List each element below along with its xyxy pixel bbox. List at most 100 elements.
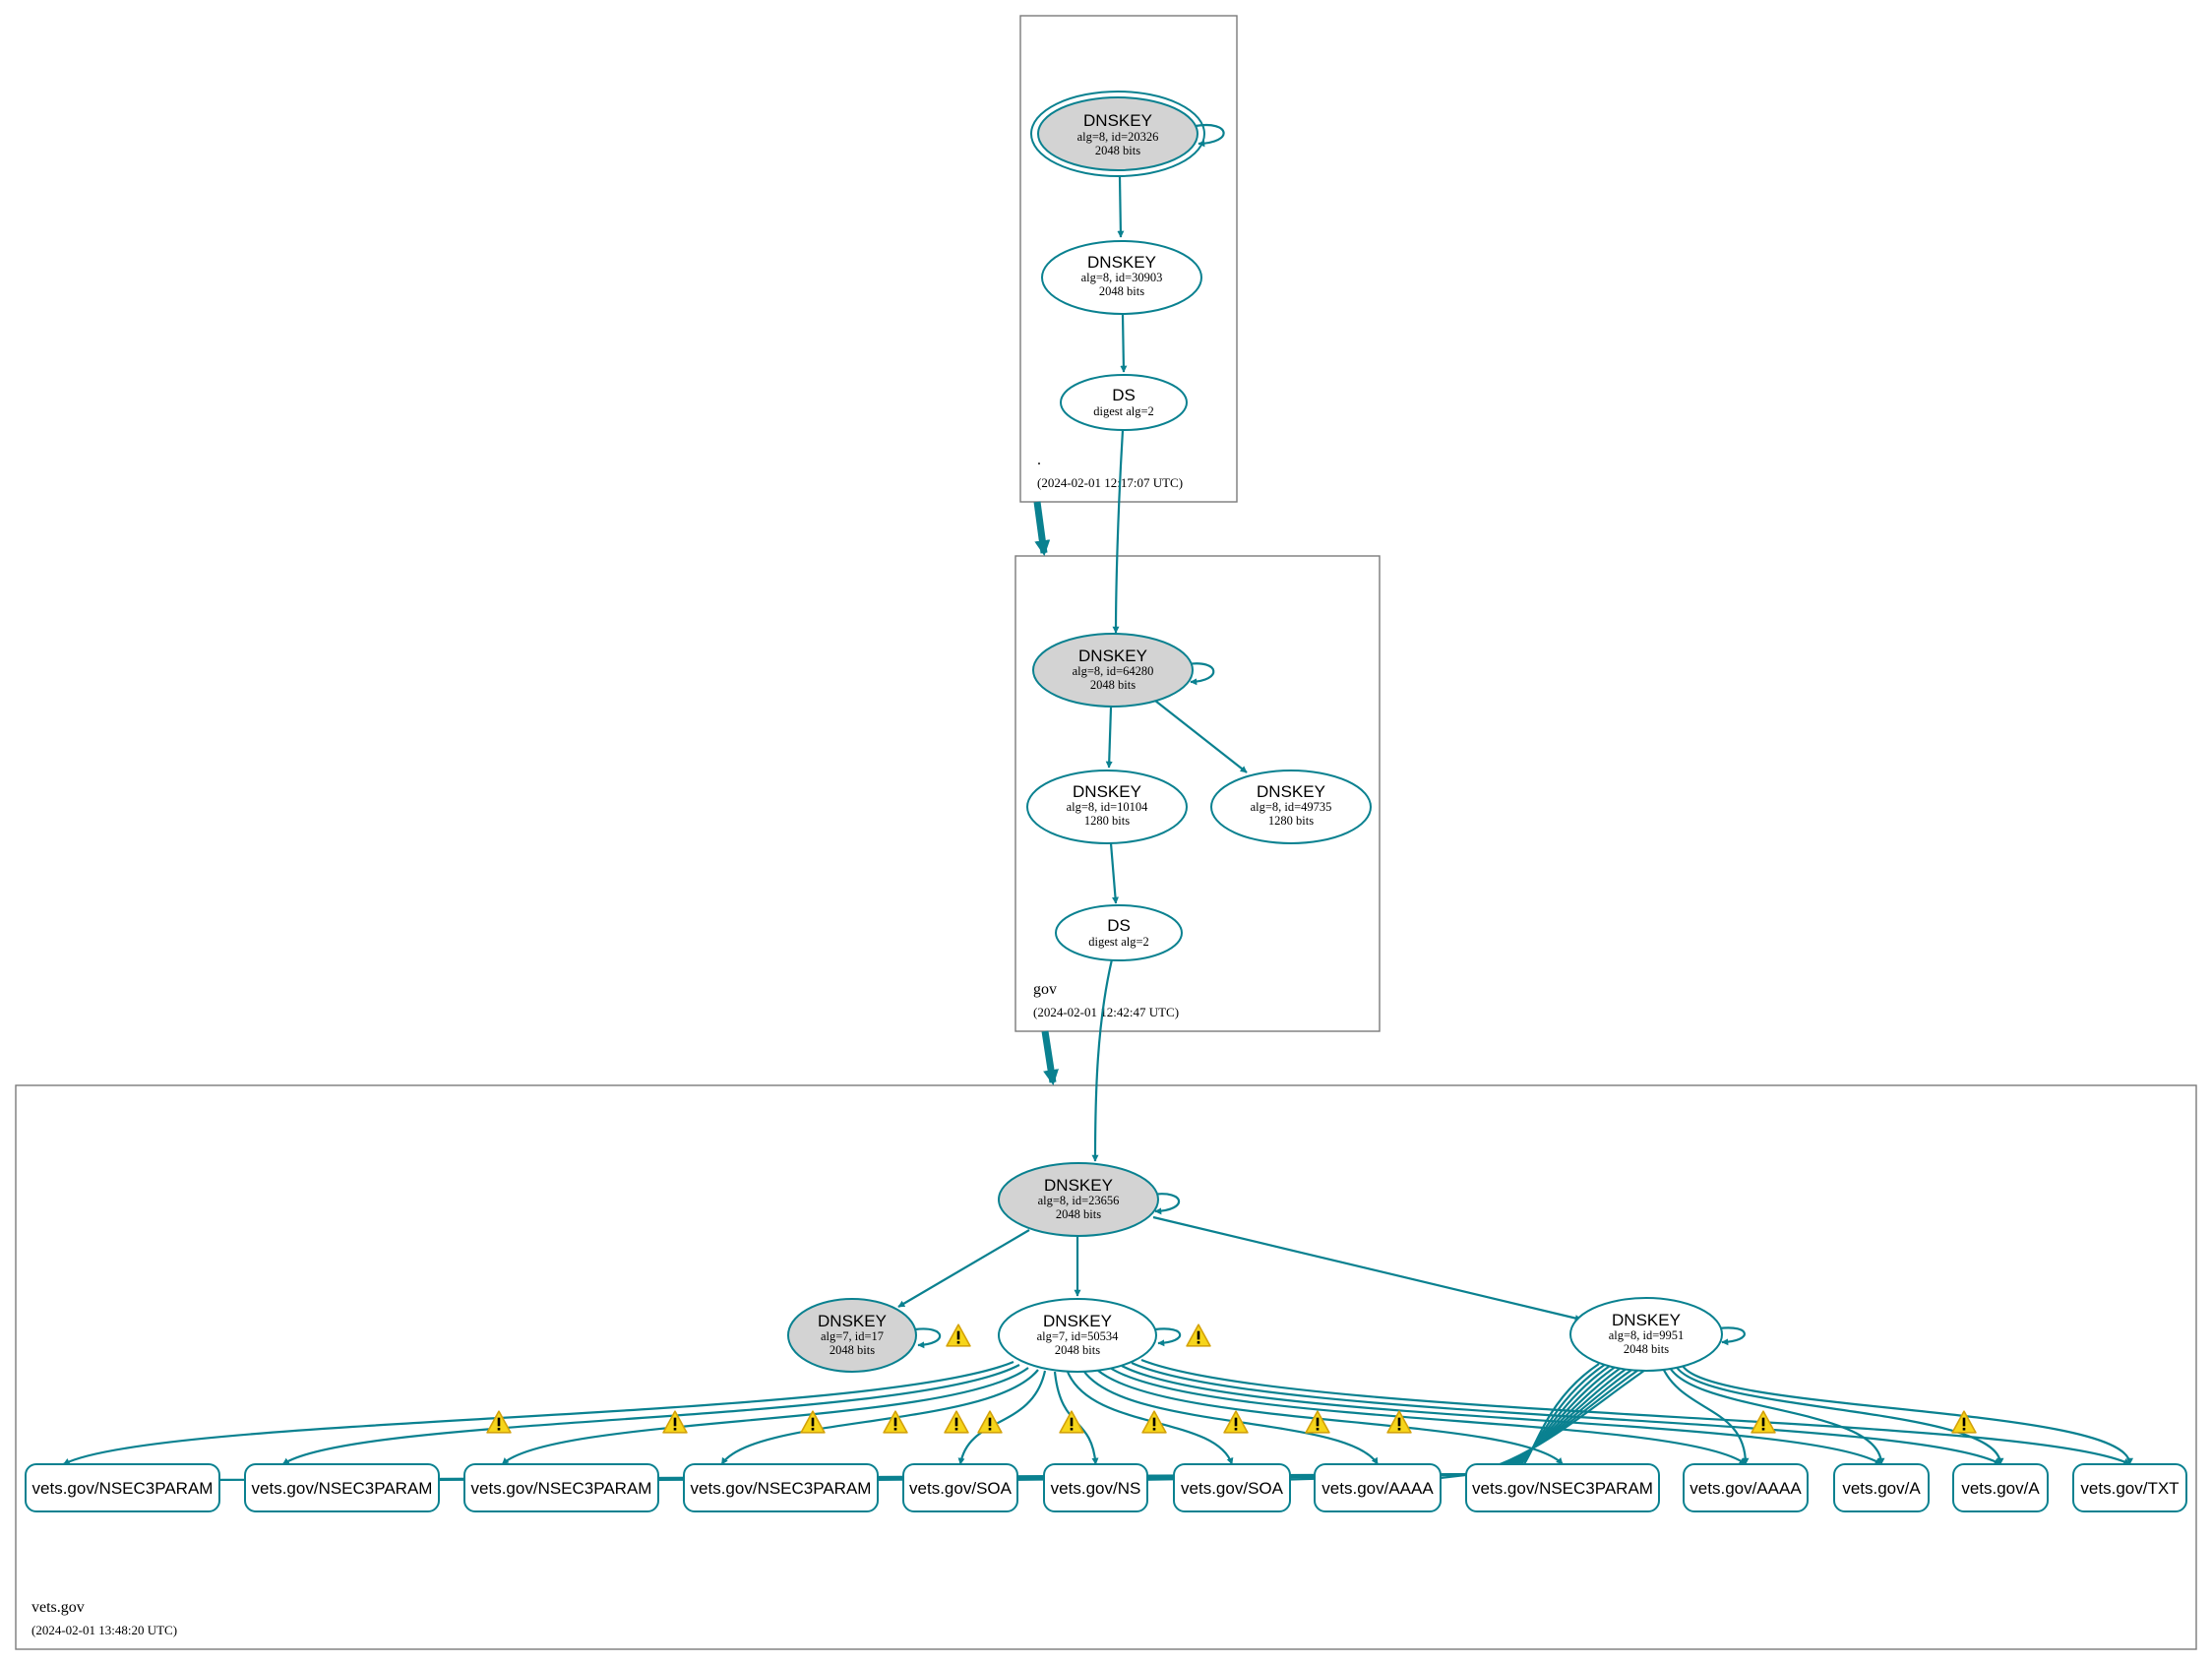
node-vets-key-17[interactable]: DNSKEY alg=7, id=17 2048 bits xyxy=(787,1298,917,1373)
zone-root-timestamp: (2024-02-01 12:17:07 UTC) xyxy=(1037,475,1183,490)
node-gov-ksk-title: DNSKEY xyxy=(1078,647,1147,665)
record-node-vets-gov-ns-6[interactable]: vets.gov/NS xyxy=(1043,1463,1148,1512)
node-root-zsk-alg: alg=8, id=30903 xyxy=(1081,271,1163,284)
node-root-ds-digest: digest alg=2 xyxy=(1093,404,1154,418)
self-loops xyxy=(914,123,1746,1349)
node-gov-ksk-alg: alg=8, id=64280 xyxy=(1073,664,1154,678)
node-vets-key-50534-bits: 2048 bits xyxy=(1055,1343,1100,1357)
record-node-vets-gov-nsec3param-9[interactable]: vets.gov/NSEC3PARAM xyxy=(1465,1463,1660,1512)
rrsig-edge-9951-13 xyxy=(1680,1363,2133,1465)
rrsig-edge-50534-11 xyxy=(1121,1365,1882,1465)
zone-root-name: . xyxy=(1037,452,1041,468)
record-node-vets-gov-nsec3param-2[interactable]: vets.gov/NSEC3PARAM xyxy=(244,1463,440,1512)
record-label: vets.gov/AAAA xyxy=(1690,1479,1802,1498)
node-vets-ksk-alg: alg=8, id=23656 xyxy=(1038,1194,1120,1207)
node-vets-key-9951-alg: alg=8, id=9951 xyxy=(1609,1328,1685,1342)
node-vets-key-50534-title: DNSKEY xyxy=(1043,1312,1112,1330)
warning-triangle-icon[interactable] xyxy=(946,1324,971,1347)
record-node-vets-gov-a-12[interactable]: vets.gov/A xyxy=(1952,1463,2049,1512)
node-gov-ksk[interactable]: DNSKEY alg=8, id=64280 2048 bits xyxy=(1032,633,1194,708)
record-node-vets-gov-nsec3param-4[interactable]: vets.gov/NSEC3PARAM xyxy=(683,1463,879,1512)
rrsig-edge-50534-5 xyxy=(957,1370,1047,1465)
record-label: vets.gov/SOA xyxy=(909,1479,1013,1498)
rrsig-edge-50534-9 xyxy=(1096,1369,1564,1465)
node-gov-zsk-49735-alg: alg=8, id=49735 xyxy=(1251,800,1332,814)
record-node-vets-gov-nsec3param-1[interactable]: vets.gov/NSEC3PARAM xyxy=(25,1463,220,1512)
delegation-arrow-root-gov xyxy=(1033,501,1051,557)
record-label: vets.gov/A xyxy=(1961,1479,2040,1498)
node-gov-zsk-10104-bits: 1280 bits xyxy=(1084,814,1130,828)
record-label: vets.gov/NSEC3PARAM xyxy=(252,1479,433,1498)
node-vets-key-17-alg: alg=7, id=17 xyxy=(821,1329,884,1343)
record-node-vets-gov-txt-13[interactable]: vets.gov/TXT xyxy=(2072,1463,2187,1512)
zone-vets-name: vets.gov xyxy=(31,1599,85,1616)
key-edges xyxy=(897,176,1582,1322)
node-vets-ksk-bits: 2048 bits xyxy=(1056,1207,1101,1221)
zone-vets: vets.gov (2024-02-01 13:48:20 UTC) xyxy=(15,1084,2197,1650)
node-vets-key-9951-title: DNSKEY xyxy=(1612,1311,1681,1329)
node-root-zsk[interactable]: DNSKEY alg=8, id=30903 2048 bits xyxy=(1041,240,1202,315)
rrsig-edge-50534-4 xyxy=(720,1369,1039,1465)
rrsig-edge-50534-1 xyxy=(62,1360,1014,1465)
node-vets-key-50534[interactable]: DNSKEY alg=7, id=50534 2048 bits xyxy=(998,1298,1157,1373)
warning-triangle-icon[interactable] xyxy=(1059,1410,1084,1434)
record-label: vets.gov/NSEC3PARAM xyxy=(32,1479,214,1498)
node-root-zsk-title: DNSKEY xyxy=(1087,253,1156,272)
zone-root-box xyxy=(1019,15,1238,503)
rrsig-edge-50534-2 xyxy=(281,1364,1020,1465)
node-root-ksk[interactable]: DNSKEY alg=8, id=20326 2048 bits xyxy=(1030,91,1205,177)
node-vets-key-9951[interactable]: DNSKEY alg=8, id=9951 2048 bits xyxy=(1569,1297,1723,1372)
node-vets-key-9951-bits: 2048 bits xyxy=(1624,1342,1669,1356)
node-root-ksk-alg: alg=8, id=20326 xyxy=(1077,130,1159,144)
record-node-vets-gov-a-11[interactable]: vets.gov/A xyxy=(1833,1463,1930,1512)
node-vets-key-50534-alg: alg=7, id=50534 xyxy=(1037,1329,1120,1343)
record-label: vets.gov/NSEC3PARAM xyxy=(1472,1479,1653,1498)
record-node-vets-gov-nsec3param-3[interactable]: vets.gov/NSEC3PARAM xyxy=(463,1463,659,1512)
node-gov-ds-title: DS xyxy=(1107,916,1131,935)
node-gov-ds-digest: digest alg=2 xyxy=(1088,935,1149,949)
zone-gov-timestamp: (2024-02-01 12:42:47 UTC) xyxy=(1033,1005,1179,1019)
record-set-nodes: vets.gov/NSEC3PARAM vets.gov/NSEC3PARAM ve… xyxy=(25,1463,2187,1512)
node-root-ksk-bits: 2048 bits xyxy=(1095,144,1140,157)
warning-triangle-icon[interactable] xyxy=(486,1410,512,1434)
node-gov-zsk-10104-alg: alg=8, id=10104 xyxy=(1067,800,1149,814)
warning-triangle-icon[interactable] xyxy=(1141,1410,1167,1434)
node-vets-key-17-title: DNSKEY xyxy=(818,1312,887,1330)
node-gov-zsk-10104-title: DNSKEY xyxy=(1073,782,1141,801)
warning-triangle-icon[interactable] xyxy=(1305,1410,1330,1434)
zone-vets-timestamp: (2024-02-01 13:48:20 UTC) xyxy=(31,1623,177,1637)
warnings xyxy=(486,1324,1977,1434)
rrsig-edge-50534-13 xyxy=(1140,1358,2131,1465)
warning-triangle-icon[interactable] xyxy=(944,1410,969,1434)
record-label: vets.gov/AAAA xyxy=(1321,1479,1434,1498)
zone-gov-name: gov xyxy=(1033,981,1057,998)
rrsig-edge-50534-12 xyxy=(1131,1361,2001,1465)
rrsig-edge-9951-11 xyxy=(1666,1363,1885,1465)
record-label: vets.gov/NSEC3PARAM xyxy=(691,1479,872,1498)
node-gov-zsk-49735-title: DNSKEY xyxy=(1257,782,1325,801)
node-gov-ds[interactable]: DS digest alg=2 xyxy=(1055,904,1183,961)
record-node-vets-gov-aaaa-10[interactable]: vets.gov/AAAA xyxy=(1683,1463,1809,1512)
record-label: vets.gov/TXT xyxy=(2080,1479,2179,1498)
warning-triangle-icon[interactable] xyxy=(1186,1324,1211,1347)
rrsig-edge-50534-10 xyxy=(1109,1367,1747,1465)
node-gov-zsk-49735[interactable]: DNSKEY alg=8, id=49735 1280 bits xyxy=(1210,770,1372,844)
warning-triangle-icon[interactable] xyxy=(883,1410,908,1434)
warning-triangle-icon[interactable] xyxy=(1386,1410,1412,1434)
record-node-vets-gov-soa-5[interactable]: vets.gov/SOA xyxy=(902,1463,1018,1512)
delegation-arrow-gov-vets xyxy=(1041,1030,1059,1086)
node-gov-zsk-10104[interactable]: DNSKEY alg=8, id=10104 1280 bits xyxy=(1026,770,1188,844)
rrsig-edges xyxy=(62,1358,2133,1484)
record-label: vets.gov/NSEC3PARAM xyxy=(471,1479,652,1498)
node-root-zsk-bits: 2048 bits xyxy=(1099,284,1144,298)
record-node-vets-gov-aaaa-8[interactable]: vets.gov/AAAA xyxy=(1314,1463,1442,1512)
node-gov-ksk-bits: 2048 bits xyxy=(1090,678,1136,692)
node-root-ksk-title: DNSKEY xyxy=(1083,111,1152,130)
record-label: vets.gov/SOA xyxy=(1181,1479,1284,1498)
node-vets-key-17-bits: 2048 bits xyxy=(830,1343,875,1357)
zone-root: . (2024-02-01 12:17:07 UTC) xyxy=(1019,15,1238,503)
node-root-ds[interactable]: DS digest alg=2 xyxy=(1060,374,1188,431)
node-vets-ksk[interactable]: DNSKEY alg=8, id=23656 2048 bits xyxy=(998,1162,1159,1237)
record-node-vets-gov-soa-7[interactable]: vets.gov/SOA xyxy=(1173,1463,1291,1512)
